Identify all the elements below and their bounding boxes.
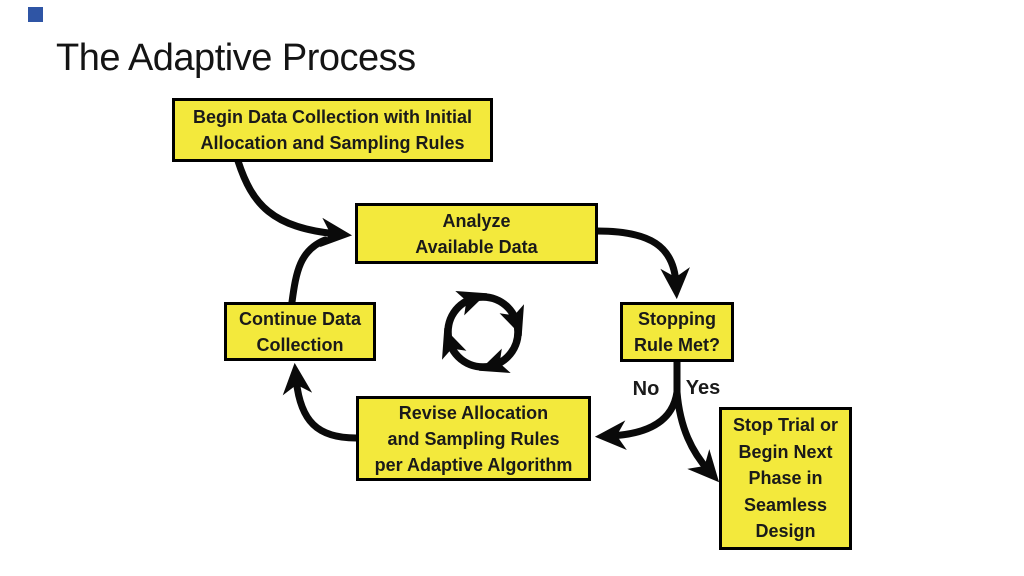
node-line: Continue Data — [238, 308, 361, 329]
node-line: Seamless — [743, 494, 828, 515]
node-line: Design — [755, 521, 816, 542]
node-line: Analyze — [442, 210, 511, 231]
node-line: and Sampling Rules — [387, 428, 560, 449]
edge-continue-to-analyze — [288, 236, 329, 306]
node-line: Phase in — [748, 468, 823, 489]
edge-analyze-to-stopping — [593, 227, 690, 300]
accent-square — [28, 7, 43, 22]
edge-begin-to-analyze — [234, 157, 353, 248]
flow-node-analyze: Analyze Available Data — [355, 203, 598, 264]
flow-node-revise: Revise Allocation and Sampling Rules per… — [356, 396, 591, 481]
page-title: The Adaptive Process — [56, 37, 416, 79]
decision-label-yes: Yes — [685, 377, 721, 399]
edge-revise-to-continue — [282, 362, 360, 442]
edge-yes-to-stop-trial — [673, 388, 720, 483]
flow-node-begin: Begin Data Collection with Initial Alloc… — [172, 98, 493, 162]
flow-node-continue: Continue Data Collection — [224, 302, 376, 361]
node-line: Collection — [256, 334, 344, 355]
node-line: Allocation and Sampling Rules — [200, 133, 465, 153]
node-line: Stop Trial or — [732, 415, 838, 436]
node-line: Available Data — [415, 236, 538, 257]
decision-label-no: No — [632, 378, 660, 400]
node-line: Stopping — [638, 309, 716, 329]
node-line: Begin Next — [738, 441, 833, 462]
node-line: per Adaptive Algorithm — [374, 454, 573, 475]
node-line: Begin Data Collection with Initial — [192, 107, 473, 127]
node-line: Rule Met? — [633, 335, 720, 355]
circular-cycle-arrows-icon — [441, 290, 525, 374]
flow-node-stop-trial: Stop Trial or Begin Next Phase in Seamle… — [719, 407, 852, 550]
node-line: Revise Allocation — [398, 402, 549, 423]
flow-node-stopping-rule: Stopping Rule Met? — [620, 302, 734, 362]
